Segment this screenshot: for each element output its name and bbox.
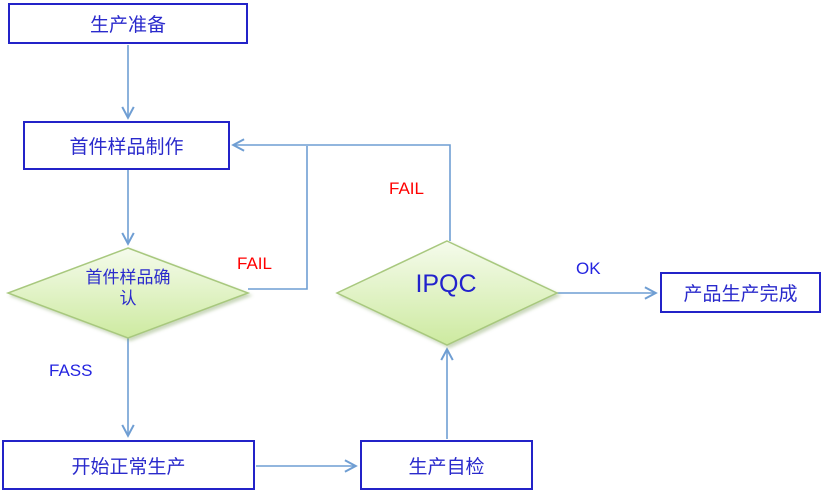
node-first-sample-make: 首件样品制作: [23, 121, 230, 170]
edge-label-ipqc-fail: FAIL: [389, 179, 424, 198]
node-self-inspection: 生产自检: [360, 440, 533, 490]
connector-confirm-fail-loop: [248, 146, 308, 290]
node-production-prep: 生产准备: [8, 3, 248, 44]
edge-label-ipqc-ok: OK: [576, 259, 601, 278]
node-production-complete: 产品生产完成: [660, 272, 821, 313]
node-first-sample-confirm-label: 首件样品确认: [85, 268, 171, 309]
node-ipqc-label: IPQC: [415, 270, 477, 298]
edge-label-confirm-pass: FASS: [49, 361, 93, 380]
diamond-first-sample-confirm: [5, 247, 251, 339]
node-start-production: 开始正常生产: [2, 440, 255, 490]
connector-ipqc-fail-loop: [231, 138, 451, 241]
diamond-ipqc: [335, 240, 559, 346]
edge-label-confirm-fail: FAIL: [237, 254, 272, 273]
